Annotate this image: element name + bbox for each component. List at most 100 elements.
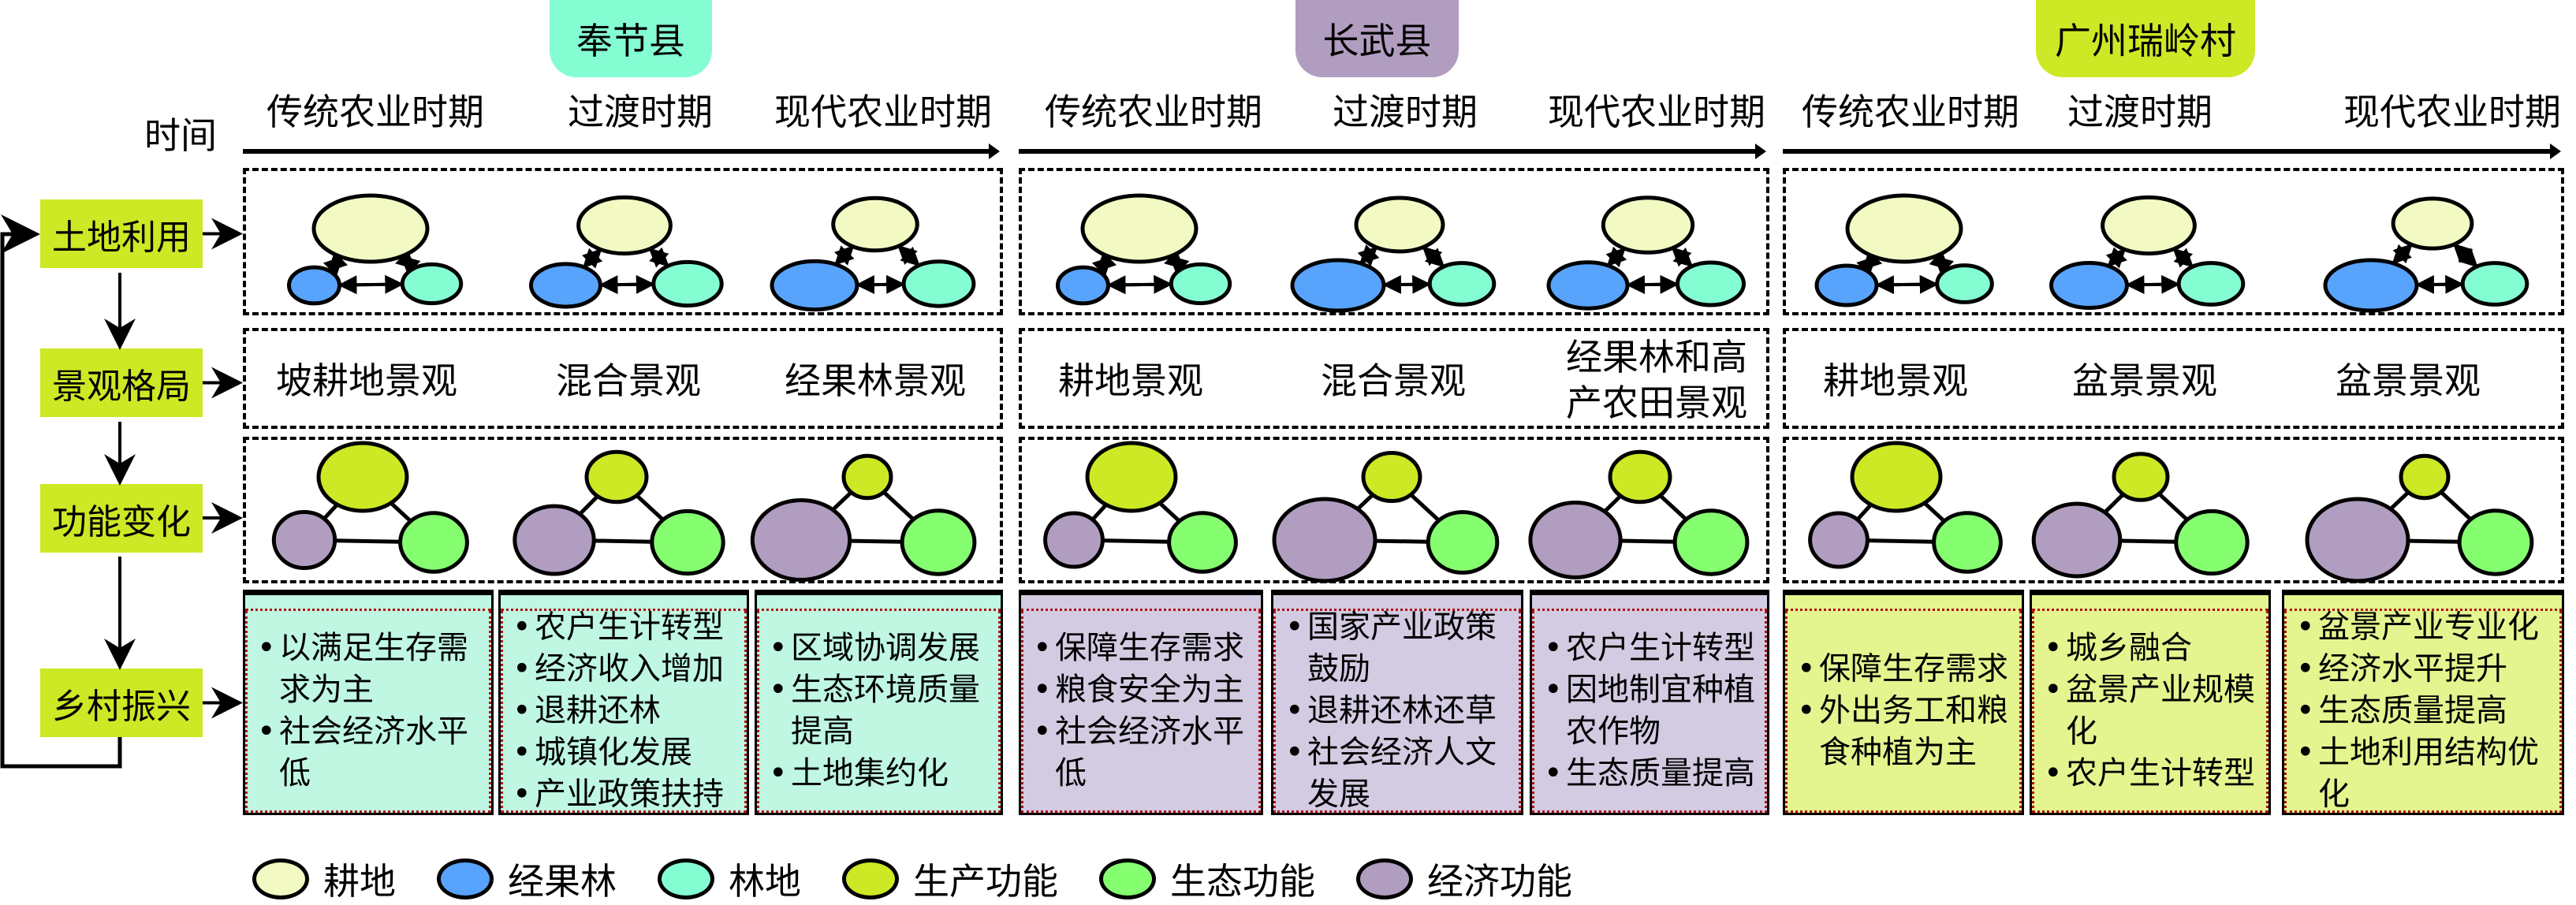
land-use-edge-reverse — [1856, 255, 1877, 277]
forest-swatch-icon — [658, 858, 714, 899]
revitalization-item: 土地利用结构优化 — [2296, 732, 2555, 815]
land-use-panel-fengjie — [243, 168, 1003, 315]
revitalization-item: 退耕还林 — [513, 690, 740, 732]
cropland-node — [831, 196, 919, 253]
landscape-label: 混合景观 — [556, 359, 701, 402]
forest-node — [1169, 262, 1232, 306]
landscape-label: 经果林景观 — [785, 359, 966, 402]
step-landscape-pattern: 景观格局 — [40, 348, 203, 417]
economic-node — [271, 510, 337, 570]
revitalization-item: 土地集约化 — [769, 753, 993, 795]
forest-node — [2176, 261, 2246, 307]
orchard-node — [770, 259, 859, 312]
land-use-edge-reverse — [1357, 246, 1378, 266]
landscape-panel-ruiling — [1783, 328, 2564, 429]
forest-node — [901, 259, 976, 308]
landscape-panel-changwu — [1019, 328, 1769, 429]
production-node — [1085, 441, 1178, 513]
land-use-edge-reverse — [400, 255, 421, 275]
economic-swatch-icon — [1356, 858, 1413, 899]
legend-label: 耕地 — [323, 860, 396, 903]
revitalization-box: 保障生存需求粮食安全为主社会经济水平低 — [1019, 590, 1263, 815]
orchard-node — [1546, 260, 1630, 311]
step-label: 功能变化 — [52, 501, 191, 542]
revitalization-item: 保障生存需求 — [1033, 628, 1254, 669]
flow-arrows — [0, 214, 243, 769]
legend-item-ecological: 生态功能 — [1099, 853, 1315, 905]
forest-node — [1935, 263, 1994, 304]
region-badge-fengjie: 奉节县 — [550, 0, 712, 77]
revitalization-item: 退耕还林还草 — [1285, 690, 1514, 732]
forest-node — [1427, 261, 1497, 307]
legend-item-cropland: 耕地 — [252, 853, 396, 905]
production-node — [1850, 441, 1943, 513]
land-use-edge-reverse — [1874, 275, 1937, 295]
revitalization-item: 生态质量提高 — [1544, 753, 1760, 795]
economic-node — [750, 498, 852, 582]
ecological-node — [2457, 508, 2534, 576]
revitalization-item: 农户生计转型 — [1544, 628, 1760, 669]
function-edge — [322, 503, 339, 520]
production-node — [316, 441, 409, 513]
production-node — [841, 453, 893, 501]
cropland-node — [311, 193, 430, 264]
step-rural-revitalization: 乡村振兴 — [40, 669, 203, 737]
function-edge — [1090, 503, 1108, 521]
function-edge — [2440, 490, 2473, 521]
legend-label: 经济功能 — [1427, 860, 1572, 903]
land-use-edge-reverse — [1091, 255, 1113, 277]
function-edge — [2407, 538, 2460, 544]
orchard-node — [2323, 258, 2419, 313]
revitalization-item: 外出务工和粮食种植为主 — [1797, 690, 2015, 773]
economic-node — [2031, 501, 2123, 579]
timeline-arrow-changwu — [1019, 143, 1766, 159]
production-node — [1608, 449, 1672, 505]
cropland-node — [1845, 193, 1963, 264]
timeline-arrow-ruiling — [1783, 143, 2561, 159]
function-edge — [1356, 493, 1374, 511]
function-edge — [1855, 503, 1873, 521]
cropland-node — [1354, 196, 1445, 254]
land-use-edge-reverse — [1605, 247, 1626, 268]
function-edge — [1102, 538, 1169, 544]
land-use-edge-reverse — [1933, 255, 1955, 276]
period-label: 过渡时期 — [568, 91, 713, 133]
region-name: 广州瑞岭村 — [2055, 20, 2236, 62]
revitalization-item: 盆景产业规模化 — [2044, 669, 2261, 753]
revitalization-box: 盆景产业专业化经济水平提升生态质量提高土地利用结构优化 — [2282, 590, 2564, 815]
economic-node — [1272, 497, 1377, 583]
period-label: 现代农业时期 — [2343, 91, 2561, 133]
revitalization-list: 农户生计转型经济收入增加退耕还林城镇化发展产业政策扶持 — [503, 606, 744, 815]
land-use-edge-reverse — [582, 248, 602, 269]
land-use-edge-reverse — [1671, 247, 1694, 268]
revitalization-list: 以满足生存需求为主社会经济水平低 — [248, 628, 489, 795]
landscape-label: 混合景观 — [1321, 359, 1466, 402]
ecological-node — [1426, 510, 1500, 575]
revitalization-item: 因地制宜种植农作物 — [1544, 669, 1760, 753]
time-axis-label: 时间 — [144, 114, 217, 157]
orchard-node — [1056, 265, 1110, 306]
landscape-label-wrapped: 经果林和高产农田景观 — [1566, 336, 1747, 424]
land-use-edge-reverse — [2452, 243, 2478, 268]
legend-label: 生产功能 — [913, 860, 1058, 903]
network-graphs — [271, 193, 2534, 583]
function-edge — [2157, 492, 2189, 522]
revitalization-list: 国家产业政策鼓励退耕还林还草社会经济人文发展 — [1276, 606, 1519, 815]
function-edge — [1658, 493, 1688, 521]
function-edge — [2119, 538, 2176, 544]
ecological-node — [900, 508, 977, 576]
region-name: 长武县 — [1322, 20, 1432, 62]
period-label: 传统农业时期 — [1045, 91, 1262, 133]
ecological-node — [2174, 508, 2250, 576]
function-edge — [2103, 493, 2125, 514]
land-use-panel-ruiling — [1783, 168, 2564, 315]
step-function-change: 功能变化 — [40, 484, 203, 553]
land-use-edge-reverse — [1169, 255, 1190, 275]
function-edge — [1158, 501, 1181, 523]
revitalization-item: 城镇化发展 — [513, 732, 740, 773]
landscape-label: 坡耕地景观 — [276, 359, 457, 402]
revitalization-item: 社会经济人文发展 — [1285, 732, 1514, 815]
landscape-label: 耕地景观 — [1058, 359, 1203, 402]
revitalization-item: 社会经济水平低 — [257, 711, 484, 795]
land-use-panel-changwu — [1019, 168, 1769, 315]
